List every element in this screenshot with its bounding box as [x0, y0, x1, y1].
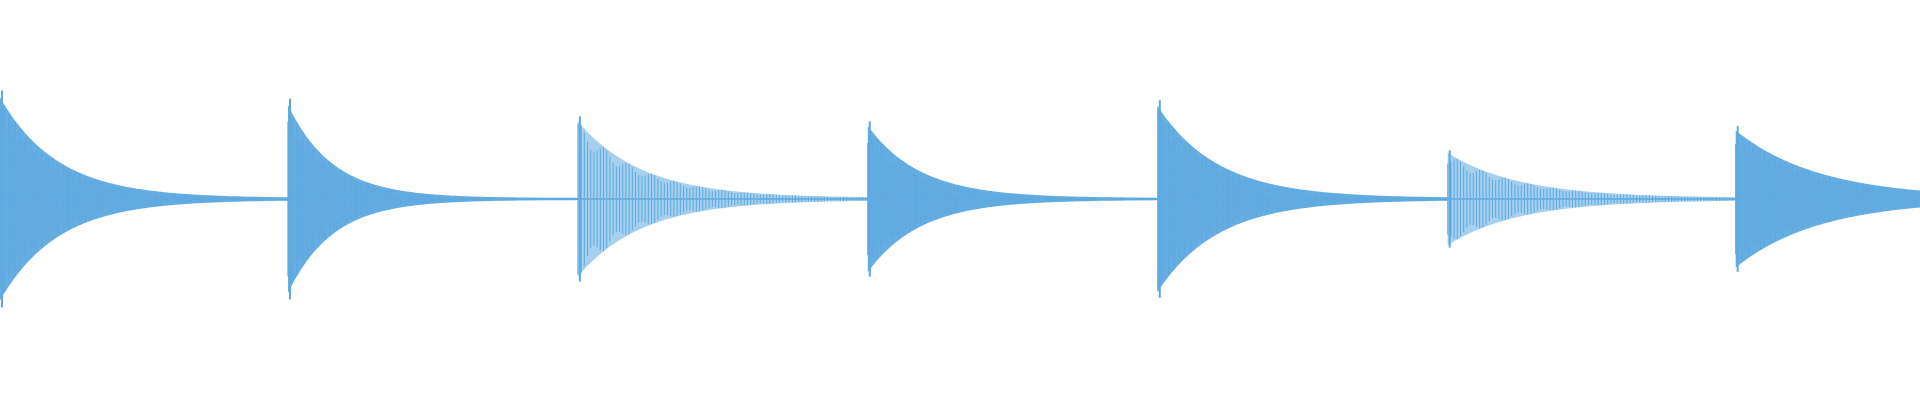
note-envelope-0 — [0, 97, 288, 301]
note-striations-2 — [577, 123, 867, 275]
note-striations-3 — [867, 132, 1157, 266]
note-striations-0 — [0, 105, 287, 293]
note-envelope-2 — [577, 121, 868, 277]
note-striations-6 — [1735, 132, 1919, 266]
note-striations-4 — [1157, 106, 1447, 292]
waveform-notes — [0, 90, 1920, 308]
note-striations-5 — [1447, 158, 1733, 240]
note-striations-1 — [287, 117, 577, 281]
